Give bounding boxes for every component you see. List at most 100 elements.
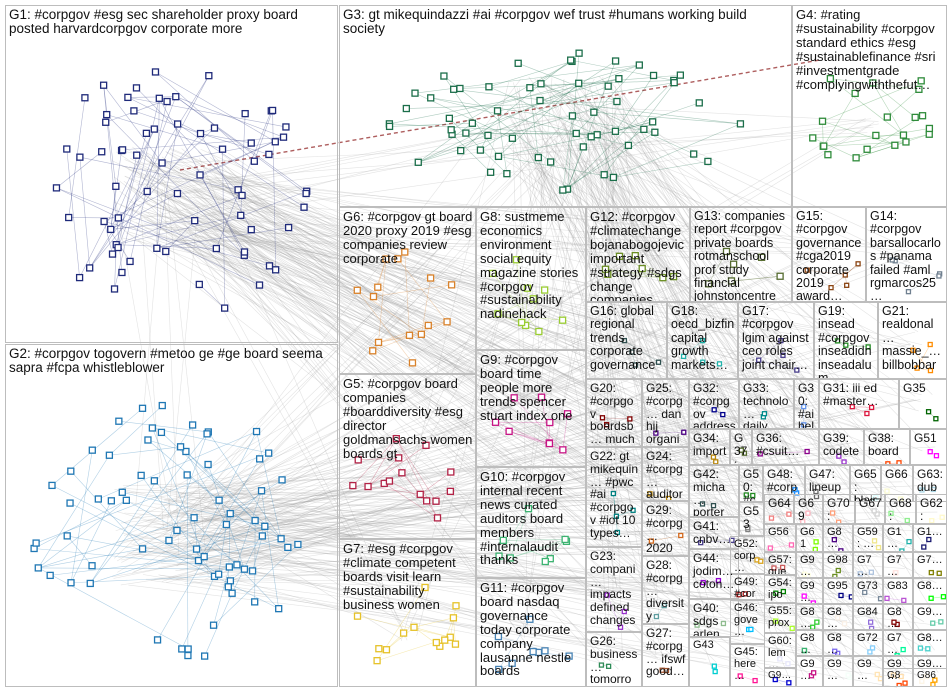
user-node[interactable] <box>720 411 726 418</box>
user-node[interactable] <box>88 446 96 454</box>
user-node[interactable] <box>233 561 241 569</box>
user-node[interactable] <box>374 338 383 347</box>
user-node[interactable] <box>676 71 685 79</box>
user-node[interactable] <box>441 636 449 644</box>
user-node[interactable] <box>832 648 838 654</box>
user-node[interactable] <box>349 481 357 490</box>
user-node[interactable] <box>632 362 639 368</box>
user-node[interactable] <box>447 126 455 134</box>
user-node[interactable] <box>394 255 402 263</box>
user-node[interactable] <box>144 436 152 444</box>
user-node[interactable] <box>600 171 608 179</box>
user-node[interactable] <box>700 579 706 586</box>
user-node[interactable] <box>849 404 855 410</box>
user-node[interactable] <box>727 277 736 285</box>
user-node[interactable] <box>124 93 132 102</box>
user-node[interactable] <box>247 225 255 234</box>
user-node[interactable] <box>46 571 54 580</box>
user-node[interactable] <box>810 624 816 629</box>
user-node[interactable] <box>374 283 382 291</box>
user-node[interactable] <box>422 441 430 450</box>
user-node[interactable] <box>665 495 672 500</box>
user-node[interactable] <box>901 597 907 603</box>
user-node[interactable] <box>857 571 863 577</box>
user-node[interactable] <box>424 321 432 330</box>
user-node[interactable] <box>884 595 890 602</box>
user-node[interactable] <box>794 367 800 373</box>
user-node[interactable] <box>268 106 277 115</box>
user-node[interactable] <box>779 564 786 571</box>
user-node[interactable] <box>526 615 534 623</box>
user-node[interactable] <box>874 671 880 678</box>
user-node[interactable] <box>938 619 944 625</box>
user-node[interactable] <box>172 93 180 101</box>
user-node[interactable] <box>284 223 293 232</box>
user-node[interactable] <box>226 509 234 518</box>
user-node[interactable] <box>114 214 123 222</box>
user-node[interactable] <box>852 154 860 162</box>
user-node[interactable] <box>546 158 555 166</box>
user-node[interactable] <box>118 488 126 496</box>
user-node[interactable] <box>869 645 876 651</box>
user-node[interactable] <box>114 243 122 252</box>
user-node[interactable] <box>653 430 659 436</box>
user-node[interactable] <box>517 318 526 327</box>
user-node[interactable] <box>540 286 549 294</box>
user-node[interactable] <box>559 186 567 194</box>
user-node[interactable] <box>883 113 891 121</box>
user-node[interactable] <box>222 520 231 529</box>
user-node[interactable] <box>102 118 110 126</box>
user-node[interactable] <box>601 265 610 273</box>
user-node[interactable] <box>142 129 151 137</box>
user-node[interactable] <box>122 496 130 504</box>
user-node[interactable] <box>205 72 213 80</box>
user-node[interactable] <box>510 394 518 402</box>
user-node[interactable] <box>805 572 811 578</box>
user-node[interactable] <box>855 261 861 267</box>
user-node[interactable] <box>681 429 687 435</box>
user-node[interactable] <box>918 112 927 120</box>
user-node[interactable] <box>284 543 292 552</box>
user-node[interactable] <box>432 638 440 647</box>
user-node[interactable] <box>247 139 255 147</box>
user-node[interactable] <box>786 680 792 686</box>
user-node[interactable] <box>250 157 258 165</box>
user-node[interactable] <box>495 665 503 674</box>
user-node[interactable] <box>506 554 514 562</box>
user-node[interactable] <box>255 455 264 463</box>
user-node[interactable] <box>635 61 643 69</box>
user-node[interactable] <box>758 558 764 564</box>
user-node[interactable] <box>932 677 938 683</box>
user-node[interactable] <box>443 318 451 326</box>
user-node[interactable] <box>792 487 798 493</box>
user-node[interactable] <box>738 447 745 453</box>
user-node[interactable] <box>302 189 310 198</box>
user-node[interactable] <box>209 621 218 629</box>
user-node[interactable] <box>872 131 880 140</box>
user-node[interactable] <box>251 598 259 606</box>
user-node[interactable] <box>772 676 778 683</box>
user-node[interactable] <box>813 488 819 495</box>
user-node[interactable] <box>279 133 288 141</box>
user-node[interactable] <box>750 492 756 499</box>
user-node[interactable] <box>773 590 779 596</box>
user-node[interactable] <box>638 264 646 273</box>
user-node[interactable] <box>486 168 495 176</box>
user-node[interactable] <box>137 471 145 480</box>
user-node[interactable] <box>919 487 925 493</box>
user-node[interactable] <box>76 153 84 161</box>
user-node[interactable] <box>248 567 257 575</box>
user-node[interactable] <box>399 629 408 637</box>
user-node[interactable] <box>63 532 71 540</box>
user-node[interactable] <box>221 304 229 312</box>
user-node[interactable] <box>375 645 383 653</box>
user-node[interactable] <box>395 454 403 462</box>
user-node[interactable] <box>690 150 698 158</box>
user-node[interactable] <box>894 653 900 656</box>
user-node[interactable] <box>919 678 925 684</box>
user-node[interactable] <box>251 516 259 525</box>
user-node[interactable] <box>75 273 84 282</box>
user-node[interactable] <box>936 273 942 279</box>
user-node[interactable] <box>241 109 249 118</box>
user-node[interactable] <box>593 131 601 139</box>
